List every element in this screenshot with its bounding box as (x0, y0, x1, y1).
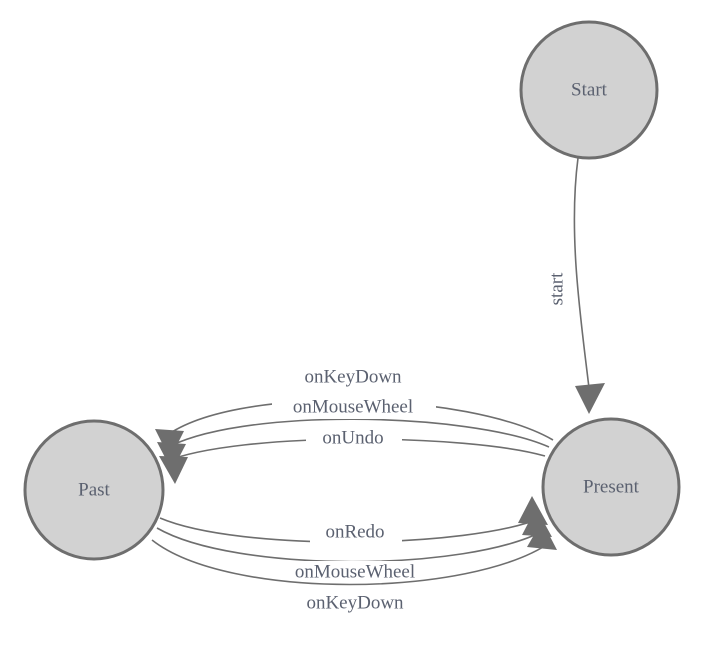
node-present-label: Present (583, 476, 640, 497)
node-past-circle[interactable] (23, 419, 165, 561)
edge-past-to-present-onkeydown-path (151, 539, 552, 586)
edge-present-to-past-onmousewheel-label: onMouseWheel (293, 396, 413, 417)
node-present[interactable]: Present (541, 417, 681, 557)
edge-present-to-past-onmousewheel: onMouseWheel (157, 396, 550, 471)
edge-past-to-present-onkeydown-label-bg (281, 592, 429, 615)
edge-past-to-present-onredo-label-bg (310, 521, 402, 544)
edge-present-to-past-onmousewheel-path (162, 418, 550, 451)
node-start-label: Start (571, 79, 608, 100)
edge-start-to-present-label: start (546, 272, 567, 305)
edge-past-to-present-onkeydown-label: onKeyDown (306, 592, 404, 613)
edge-past-to-present-onkeydown-arrowhead (527, 521, 557, 550)
edge-start-to-present-path (573, 157, 590, 389)
edge-past-to-present-onredo-label: onRedo (325, 521, 384, 542)
edge-start-to-present: start (545, 157, 605, 414)
edge-present-to-past-onundo-label-bg (306, 427, 402, 450)
edge-present-to-past-onundo: onUndo (159, 427, 546, 484)
edge-present-to-past-onundo-arrowhead (159, 456, 188, 484)
node-past-label: Past (78, 479, 110, 500)
edge-start-to-present-label-bg (545, 258, 567, 320)
edge-present-to-past-onkeydown-label: onKeyDown (304, 366, 402, 387)
edge-past-to-present-onkeydown: onKeyDown (151, 521, 557, 615)
edge-past-to-present-onredo: onRedo (159, 496, 548, 544)
node-start[interactable]: Start (519, 20, 659, 160)
node-present-circle[interactable] (541, 417, 681, 557)
edge-past-to-present-onmousewheel-label: onMouseWheel (295, 561, 415, 582)
node-past[interactable]: Past (23, 419, 165, 561)
edge-past-to-present-onmousewheel-label-bg (273, 561, 437, 584)
edge-present-to-past-onmousewheel-label-bg (272, 396, 436, 419)
edge-start-to-present-arrowhead (575, 383, 605, 414)
edge-present-to-past-onundo-label: onUndo (322, 427, 383, 448)
edge-present-to-past-onkeydown-label-bg (279, 366, 427, 389)
edge-past-to-present-onmousewheel: onMouseWheel (156, 508, 552, 584)
node-start-circle[interactable] (519, 20, 659, 160)
